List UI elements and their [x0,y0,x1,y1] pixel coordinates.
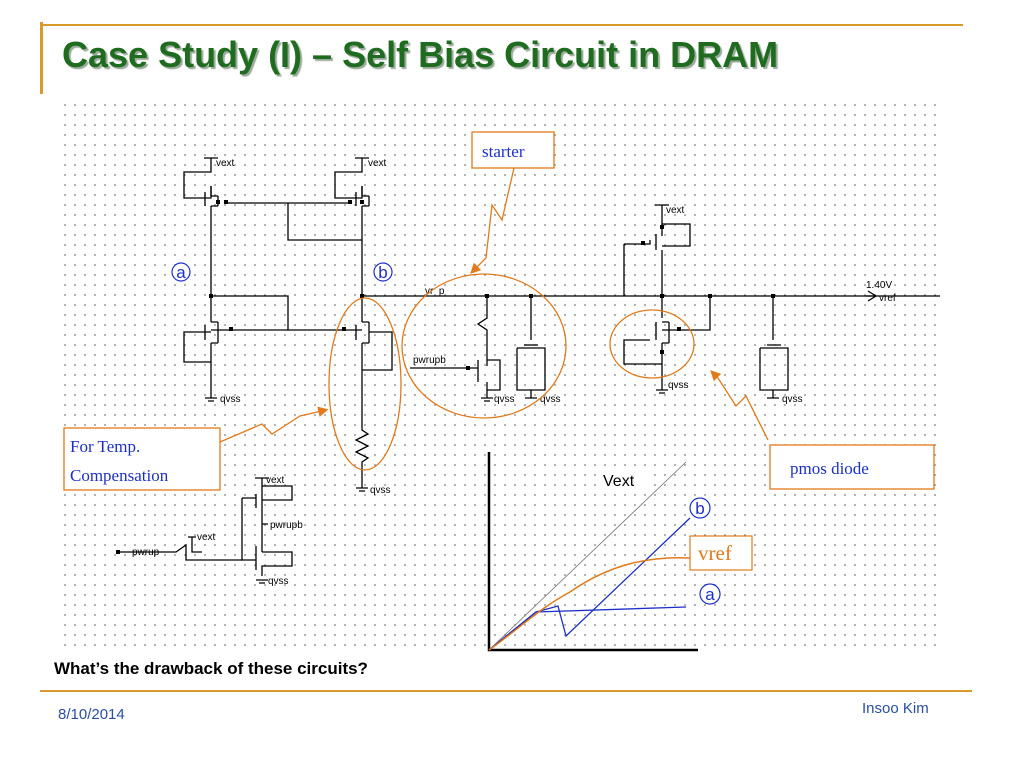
node-b-label: b [378,263,387,282]
label-qvss-5: qvss [668,380,689,391]
title-accent-bar [40,22,43,94]
curve-vref [488,556,691,651]
label-qvss-6: qvss [782,394,803,405]
label-vext-sub1: vext [266,475,285,486]
temp-ellipse [328,297,402,471]
annotation-text: starter For Temp. Compensation pmos diod… [70,142,869,485]
label-vref-value: 1.40V [866,280,892,291]
pmos-label: pmos diode [790,459,869,478]
label-qvss-3: qvss [494,394,515,405]
schematic-labels: vext vext vext vext vext qvss qvss qvss … [132,158,896,587]
graph-diagonal [488,461,687,651]
label-qvss-7: qvss [268,576,289,587]
label-pwrupb: pwrupb [413,355,446,366]
connection-dots [116,200,775,554]
starter-ellipse [401,273,567,419]
vref-graph: Vext b vref a [487,452,753,652]
annotations [63,131,935,491]
starter-label: starter [482,142,525,161]
label-qvss-1: qvss [220,394,241,405]
temp-label-2: Compensation [70,466,169,485]
label-pwrup: pwrup [132,547,160,558]
starter-box [471,131,555,169]
footer-author: Insoo Kim [862,700,929,717]
label-qvss-2: qvss [370,485,391,496]
graph-curve-vref-label: vref [698,541,732,565]
graph-curve-b-label: b [695,499,704,518]
title-top-rule [43,24,963,26]
footer-date: 8/10/2014 [58,706,125,723]
footer-rule [40,690,972,692]
label-vext-right2: vext [666,205,685,216]
pmos-box [769,444,935,490]
label-pwrupb-sub: pwrupb [270,520,303,531]
label-qvss-4: qvss [540,394,561,405]
curve-a [488,606,687,651]
graph-curve-a-label: a [705,585,715,604]
node-b-marker: b [373,262,393,282]
pmos-ellipse [609,309,695,379]
question-text: What’s the drawback of these circuits? [54,659,368,678]
temp-box [63,427,221,491]
slide-title: Case Study (I) – Self Bias Circuit in DR… [62,34,779,75]
graph-x-label: Vext [603,473,635,490]
node-a-marker: a [171,262,191,282]
label-vr-p: vr_p [425,286,445,297]
label-vext-left: vext [216,158,235,169]
temp-label-1: For Temp. [70,437,140,456]
label-vext-sub2: vext [197,532,216,543]
schematic-wiring [118,157,940,584]
label-vext-right: vext [368,158,387,169]
label-vref-out: vref [879,293,896,304]
node-a-label: a [176,263,186,282]
